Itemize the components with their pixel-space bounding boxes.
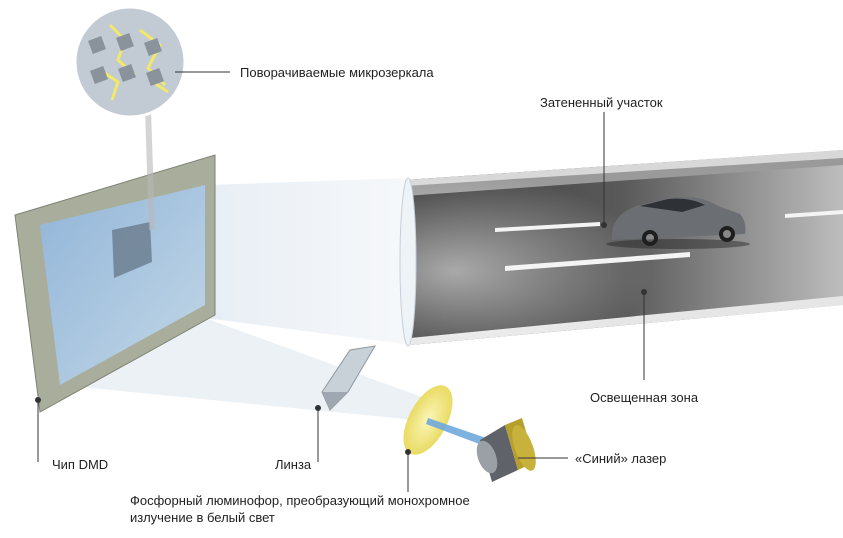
micromirror-inset (73, 5, 187, 231)
phosphor-label: Фосфорный люминофор, преобразующий монох… (130, 493, 470, 525)
lane-marking (505, 252, 690, 271)
micromirrors-label: Поворачиваемые микрозеркала (240, 65, 434, 80)
road-scene (405, 150, 843, 345)
leader-lines (35, 71, 647, 492)
laser-label: «Синий» лазер (575, 451, 667, 466)
lane-marking (495, 222, 600, 232)
lens-label: Линза (275, 457, 312, 472)
lane-marking (785, 210, 843, 218)
lit-zone-label: Освещенная зона (590, 390, 699, 405)
dmd-chip-label: Чип DMD (52, 457, 109, 472)
projection-lens (399, 177, 417, 347)
laser-beam (426, 418, 492, 448)
shaded-area-label: Затененный участок (540, 95, 663, 110)
shaded-region (112, 222, 152, 278)
lens-icon (321, 345, 376, 411)
car-icon (606, 197, 750, 249)
laser-icon (476, 418, 536, 482)
